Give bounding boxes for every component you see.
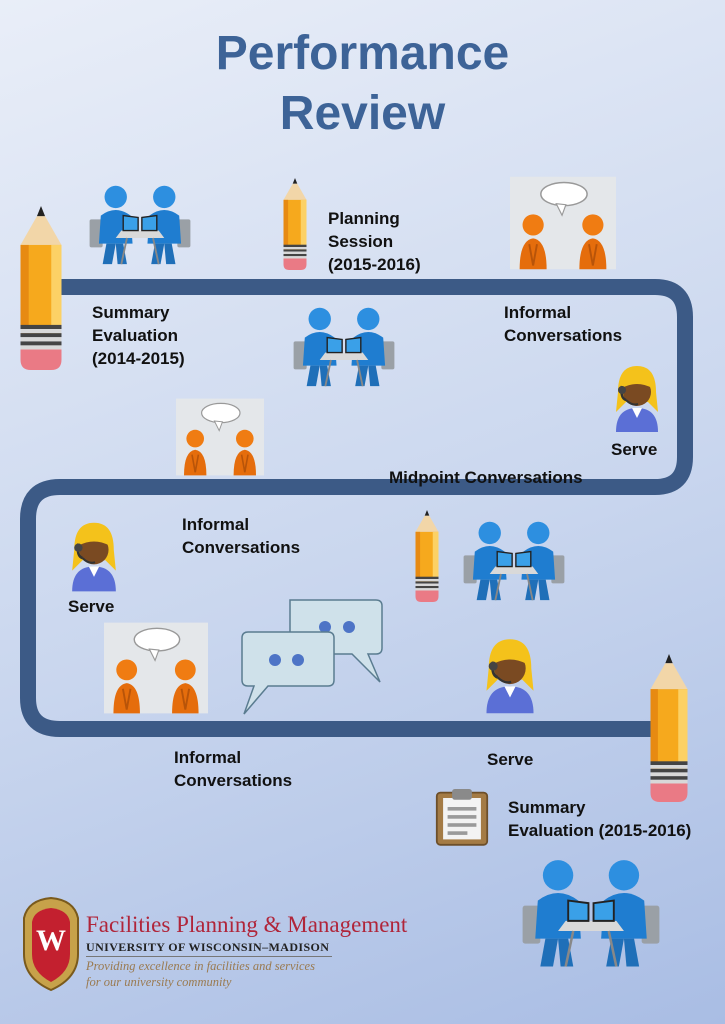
- label-planning-session: Planning Session (2015-2016): [328, 209, 421, 274]
- meeting-people-icon: [515, 855, 667, 969]
- support-agent-icon: [612, 362, 662, 432]
- pencil-icon: [20, 206, 62, 370]
- label-serve-2: Serve: [68, 597, 115, 616]
- page-title: Performance: [215, 27, 510, 80]
- speech-bubbles-icon: [241, 599, 383, 715]
- org-name: Facilities Planning & Management: [86, 912, 408, 937]
- support-agent-icon: [68, 518, 120, 592]
- label-informal-conversations-3: Informal Conversations: [174, 748, 293, 790]
- pencil-icon: [415, 510, 439, 602]
- label-serve-3: Serve: [487, 750, 534, 769]
- chat-people-icon: [104, 622, 208, 714]
- label-summary-evaluation-2015: Summary Evaluation (2015-2016): [508, 798, 692, 840]
- tagline-line1: Providing excellence in facilities and s…: [86, 959, 315, 973]
- university-name: UNIVERSITY OF WISCONSIN–MADISON: [86, 940, 330, 954]
- label-informal-conversations-1: Informal Conversations: [504, 303, 623, 345]
- label-informal-conversations-2: Informal Conversations: [182, 515, 301, 557]
- label-midpoint-conversations: Midpoint Conversations: [389, 468, 583, 487]
- page-title-line2: Review: [279, 87, 446, 140]
- tagline-line2: for our university community: [86, 975, 232, 989]
- meeting-people-icon: [84, 182, 196, 266]
- crest-letter: W: [36, 924, 66, 957]
- meeting-people-icon: [288, 304, 400, 388]
- label-serve-1: Serve: [611, 440, 658, 459]
- chat-people-icon: [510, 176, 616, 270]
- footer-logo: W Facilities Planning & Management UNIVE…: [22, 896, 442, 996]
- support-agent-icon: [482, 634, 538, 714]
- crest-icon: [23, 896, 79, 992]
- clipboard-icon: [435, 785, 489, 847]
- chat-people-icon: [176, 398, 264, 476]
- divider: [86, 956, 332, 957]
- pencil-icon: [650, 654, 688, 802]
- pencil-icon: [283, 178, 307, 270]
- label-summary-evaluation-2014: Summary Evaluation (2014-2015): [92, 303, 185, 368]
- meeting-people-icon: [458, 518, 570, 602]
